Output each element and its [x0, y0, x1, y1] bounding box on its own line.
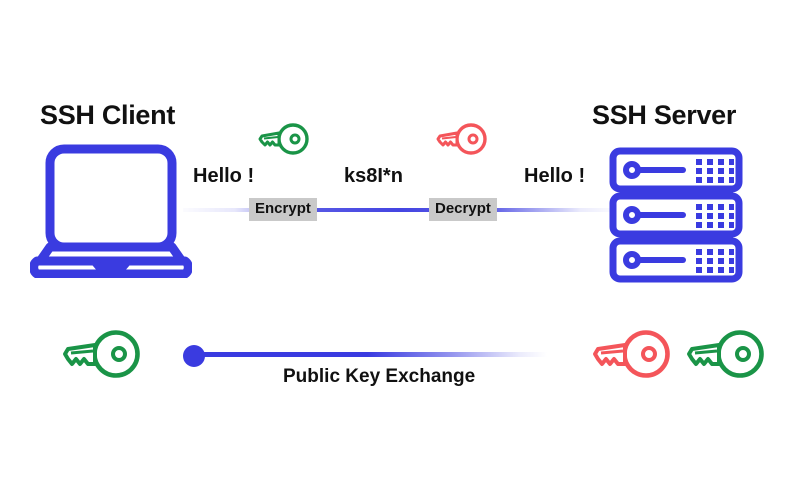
key-icon-green-client-bottom — [62, 326, 142, 387]
public-key-exchange-line — [202, 352, 547, 357]
encrypted-channel-line — [183, 208, 615, 212]
plaintext-in-label: Hello ! — [524, 165, 586, 187]
key-icon-red-server — [436, 121, 488, 162]
public-key-exchange-label: Public Key Exchange — [283, 366, 476, 387]
laptop-icon — [29, 143, 193, 283]
plaintext-out-label: Hello ! — [193, 165, 255, 187]
ciphertext-label: ks8I*n — [344, 165, 403, 187]
decrypt-badge: Decrypt — [429, 198, 497, 221]
server-title: SSH Server — [592, 100, 737, 130]
key-icon-red-server-bottom — [592, 326, 672, 387]
key-icon-green-server-bottom — [686, 326, 766, 387]
server-rack-icon — [608, 146, 744, 289]
client-title: SSH Client — [40, 100, 176, 130]
dot-node-icon — [183, 345, 205, 367]
encrypt-badge: Encrypt — [249, 198, 317, 221]
key-icon-green-client — [258, 121, 310, 162]
